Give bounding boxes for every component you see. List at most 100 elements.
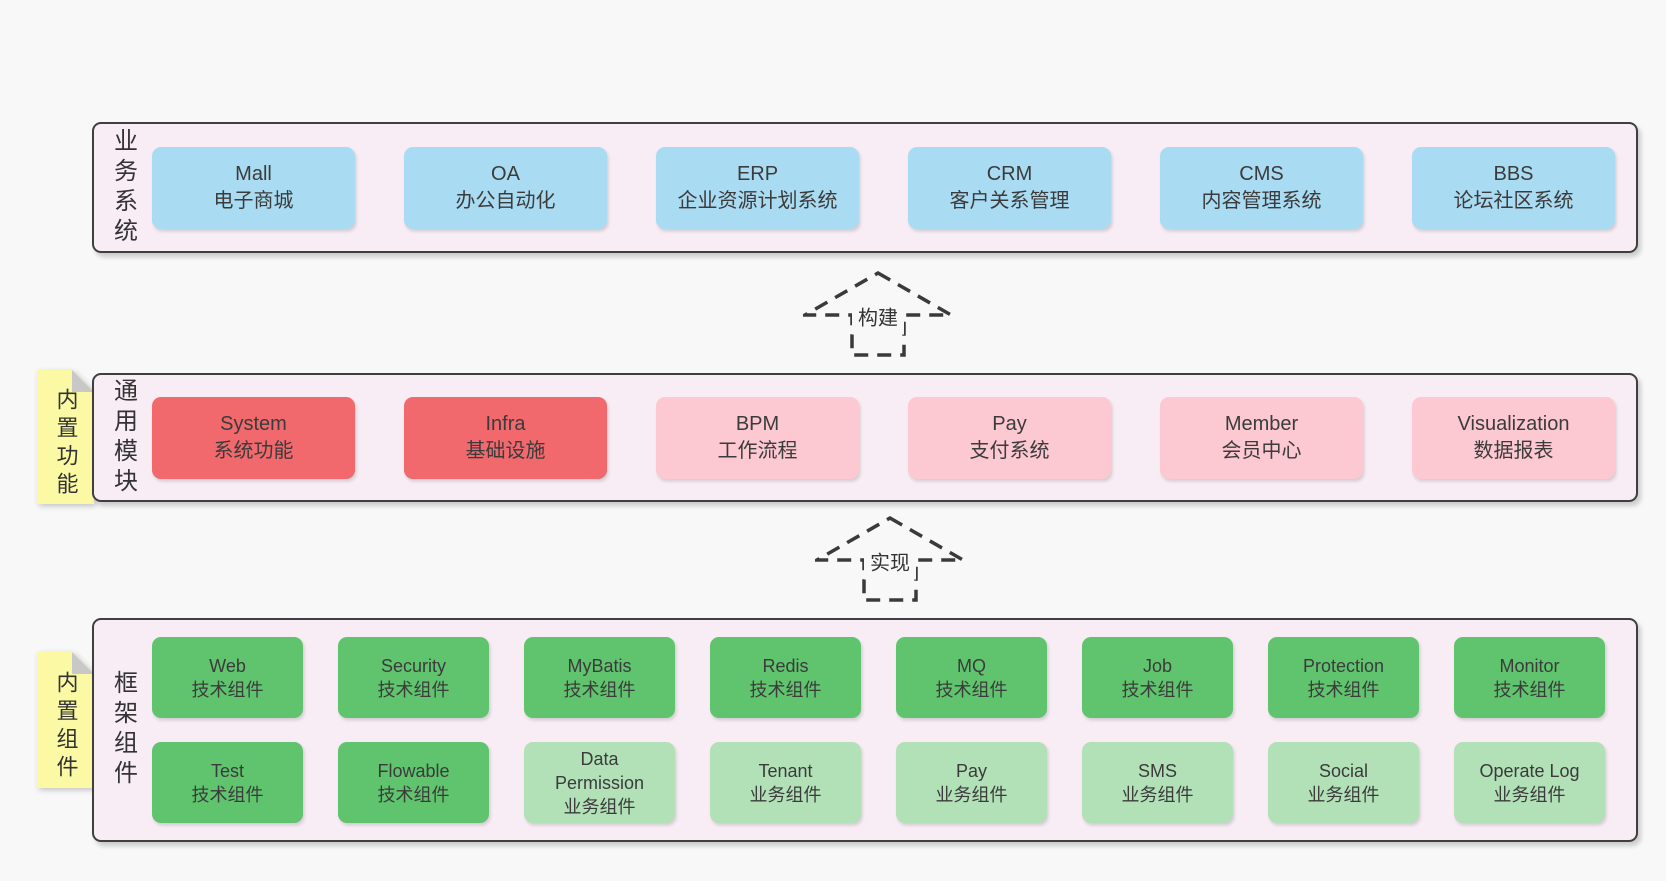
- note-fold-corner-icon: [72, 370, 94, 392]
- box-name-zh: 业务组件: [749, 784, 822, 805]
- box-name-en: BPM: [735, 412, 780, 435]
- box-name-en: ERP: [736, 162, 779, 185]
- box-job: Job 技术组件: [1082, 637, 1233, 718]
- box-cms: CMS 内容管理系统: [1160, 146, 1363, 229]
- box-protection: Protection 技术组件: [1268, 637, 1419, 718]
- box-name-en: OA: [491, 162, 520, 185]
- box-pay: Pay 支付系统: [908, 396, 1111, 479]
- box-name-zh: 技术组件: [377, 679, 450, 700]
- implement-arrow-icon: 实现: [815, 515, 965, 603]
- box-name-zh: 数据报表: [1473, 439, 1554, 462]
- box-name-en: Tenant: [758, 760, 813, 781]
- box-name-en: SMS: [1137, 760, 1177, 781]
- box-visualization: Visualization 数据报表: [1412, 396, 1615, 479]
- box-mall: Mall 电子商城: [152, 146, 355, 229]
- box-name-en: CRM: [986, 162, 1033, 185]
- box-name-en: Web: [209, 655, 246, 676]
- box-name-en: Pay: [955, 760, 988, 781]
- sticky-note-builtin-functions: 内置功能: [37, 370, 94, 504]
- sticky-note-builtin-functions-label: 内置功能: [53, 388, 79, 500]
- box-name-en: Mall: [235, 162, 272, 185]
- box-name-en: Flowable: [377, 760, 450, 781]
- box-name-zh: 业务组件: [1307, 784, 1380, 805]
- box-name-zh: 内容管理系统: [1201, 189, 1322, 212]
- box-name-zh: 支付系统: [969, 439, 1050, 462]
- box-erp: ERP 企业资源计划系统: [656, 146, 859, 229]
- box-name-zh: 业务组件: [1121, 784, 1194, 805]
- box-social: Social 业务组件: [1268, 742, 1419, 823]
- box-name-en: Pay: [992, 412, 1027, 435]
- box-operate-log: Operate Log 业务组件: [1454, 742, 1605, 823]
- box-name-zh: 技术组件: [1307, 679, 1380, 700]
- build-arrow-icon: 构建: [803, 270, 953, 358]
- box-infra: Infra 基础设施: [404, 396, 607, 479]
- box-name-zh: 业务组件: [1493, 784, 1566, 805]
- box-name-en: Social: [1318, 760, 1369, 781]
- box-name-zh: 基础设施: [465, 439, 546, 462]
- box-name-zh: 电子商城: [213, 189, 294, 212]
- box-name-zh: 论坛社区系统: [1453, 189, 1574, 212]
- box-name-en: Data Permission: [554, 748, 645, 793]
- layer-framework-components-label: 框架组件: [109, 670, 137, 790]
- box-name-zh: 技术组件: [1493, 679, 1566, 700]
- layer-business-systems-label: 业务系统: [109, 127, 137, 248]
- up-arrow-icon: [815, 515, 965, 602]
- box-system: System 系统功能: [152, 396, 355, 479]
- up-arrow-icon: [803, 270, 953, 357]
- box-name-en: Protection: [1302, 655, 1385, 676]
- box-name-zh: 业务组件: [935, 784, 1008, 805]
- box-mq: MQ 技术组件: [896, 637, 1047, 718]
- box-name-en: System: [220, 412, 287, 435]
- layer-common-modules-label: 通用模块: [109, 377, 137, 498]
- box-name-zh: 企业资源计划系统: [677, 189, 838, 212]
- box-name-en: BBS: [1493, 162, 1534, 185]
- sticky-note-builtin-components: 内置组件: [37, 652, 94, 788]
- implement-arrow-label: 实现: [864, 542, 916, 580]
- sticky-note-builtin-components-label: 内置组件: [53, 671, 79, 783]
- box-name-zh: 技术组件: [191, 679, 264, 700]
- box-flowable: Flowable 技术组件: [338, 742, 489, 823]
- box-name-zh: 技术组件: [935, 679, 1008, 700]
- build-arrow-label: 构建: [852, 297, 904, 335]
- box-name-zh: 技术组件: [563, 679, 636, 700]
- box-redis: Redis 技术组件: [710, 637, 861, 718]
- box-name-en: Infra: [485, 412, 526, 435]
- note-fold-corner-icon: [72, 652, 94, 674]
- box-pay: Pay 业务组件: [896, 742, 1047, 823]
- box-monitor: Monitor 技术组件: [1454, 637, 1605, 718]
- box-name-zh: 技术组件: [377, 784, 450, 805]
- box-name-en: Member: [1224, 412, 1299, 435]
- box-name-en: MQ: [957, 655, 986, 676]
- box-name-en: Job: [1142, 655, 1173, 676]
- box-name-zh: 客户关系管理: [949, 189, 1070, 212]
- box-name-en: CMS: [1239, 162, 1284, 185]
- box-web: Web 技术组件: [152, 637, 303, 718]
- box-sms: SMS 业务组件: [1082, 742, 1233, 823]
- box-mybatis: MyBatis 技术组件: [524, 637, 675, 718]
- box-name-en: Redis: [762, 655, 809, 676]
- box-name-zh: 技术组件: [1121, 679, 1194, 700]
- box-name-en: MyBatis: [567, 655, 632, 676]
- box-name-en: Visualization: [1457, 412, 1570, 435]
- box-name-en: Monitor: [1499, 655, 1560, 676]
- box-name-zh: 技术组件: [749, 679, 822, 700]
- box-name-zh: 系统功能: [213, 439, 294, 462]
- box-name-en: Operate Log: [1479, 760, 1580, 781]
